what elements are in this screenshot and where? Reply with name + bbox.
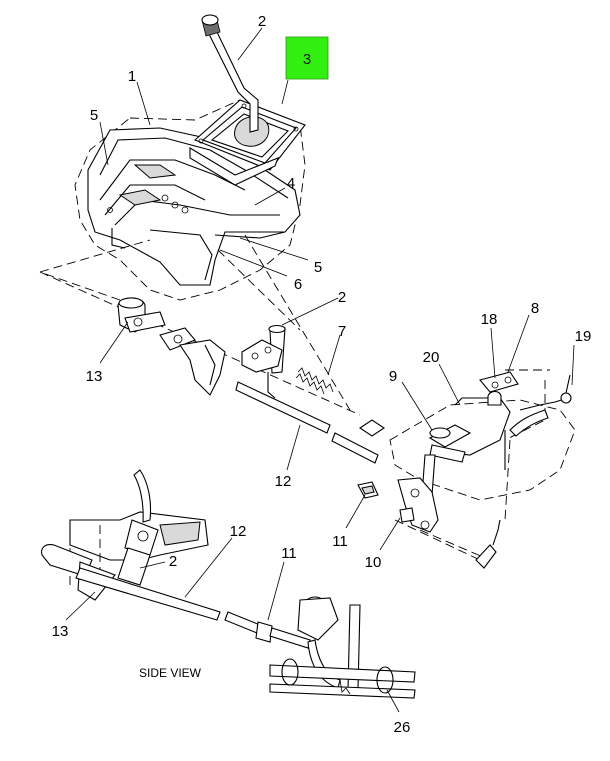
callout-7: 7 bbox=[338, 323, 346, 340]
callout-10: 10 bbox=[365, 554, 382, 571]
shift-lever-top bbox=[201, 14, 259, 133]
callout-2-mid: 2 bbox=[338, 289, 346, 306]
frame-rail bbox=[389, 371, 576, 569]
callout-19: 19 bbox=[575, 328, 592, 345]
shifter-housing bbox=[87, 127, 301, 286]
callout-13-top: 13 bbox=[86, 368, 103, 385]
callout-2-low: 2 bbox=[169, 553, 177, 570]
callout-11-low: 11 bbox=[281, 545, 297, 562]
mounting-bracket bbox=[117, 297, 226, 396]
callout-26: 26 bbox=[394, 719, 411, 736]
side-view bbox=[41, 469, 416, 699]
side-view-caption: SIDE VIEW bbox=[139, 666, 202, 680]
callout-18: 18 bbox=[481, 311, 498, 328]
callout-13-low: 13 bbox=[52, 623, 69, 640]
callout-12-low: 12 bbox=[230, 523, 247, 540]
callout-12-mid: 12 bbox=[275, 473, 292, 490]
clip-parts bbox=[357, 481, 379, 499]
callout-8: 8 bbox=[531, 300, 539, 317]
shift-rod-assembly bbox=[235, 324, 385, 464]
callout-1: 1 bbox=[128, 68, 136, 85]
callout-20: 20 bbox=[423, 349, 440, 366]
callout-6: 6 bbox=[294, 276, 302, 293]
leader-lines bbox=[65, 27, 575, 713]
callout-4: 4 bbox=[287, 175, 295, 192]
callout-11-mid: 11 bbox=[332, 533, 348, 550]
callout-9: 9 bbox=[389, 368, 397, 385]
callout-2-top: 2 bbox=[258, 13, 266, 30]
shift-boot-plate bbox=[189, 99, 306, 186]
callout-labels: 2 3 1 5 4 5 6 2 7 13 12 11 10 18 8 19 9 … bbox=[52, 13, 592, 736]
highlight-label: 3 bbox=[303, 51, 311, 68]
callout-5-right: 5 bbox=[314, 259, 322, 276]
highlight-box bbox=[285, 36, 329, 80]
callout-5-left: 5 bbox=[90, 107, 98, 124]
